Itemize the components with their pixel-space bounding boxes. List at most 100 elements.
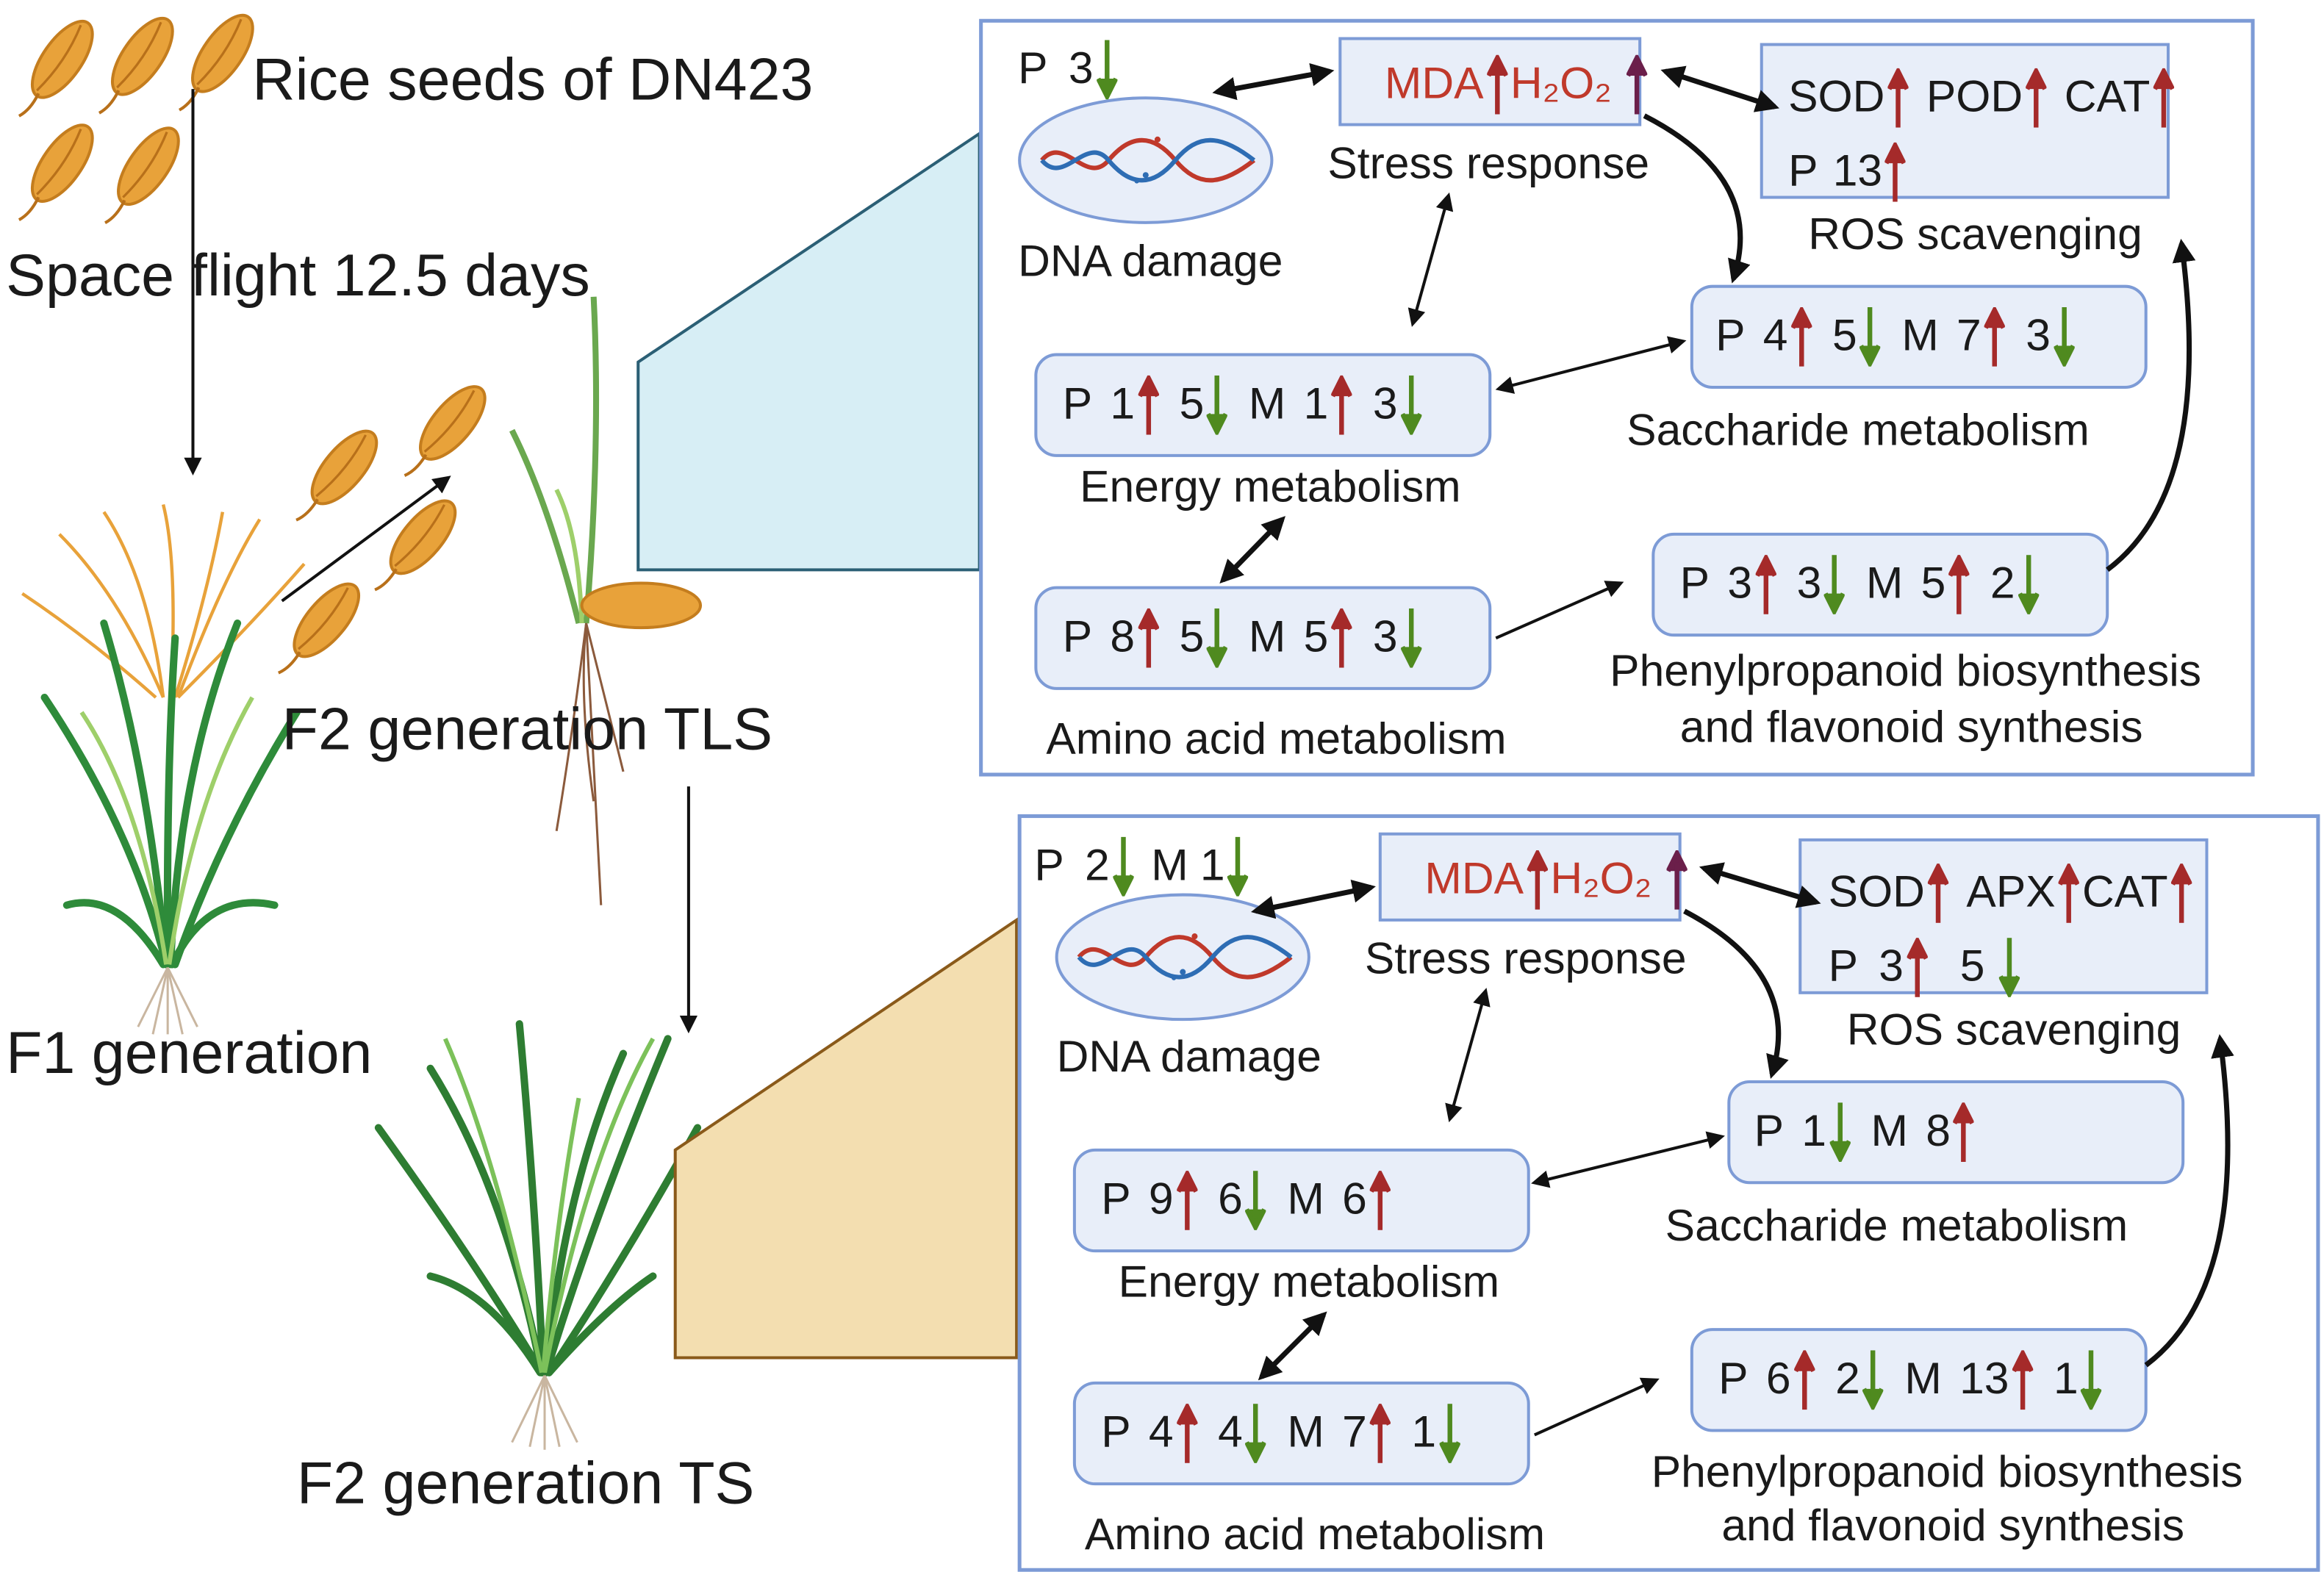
stress-response-box [1338, 37, 1642, 126]
value-token: M [1248, 379, 1286, 429]
up-arrow-icon [2026, 68, 2047, 128]
value-token: 4 [1148, 1408, 1174, 1457]
value-token: 2 [1990, 559, 2015, 608]
tls-connectors [1212, 62, 2196, 640]
value-token: 1 [1411, 1408, 1437, 1457]
rice-plant-icon [21, 503, 306, 1035]
value-token: P [1101, 1408, 1131, 1457]
up-arrow-icon [1755, 555, 1776, 614]
up-arrow-icon [1176, 1171, 1197, 1230]
value-token: 5 [1920, 559, 1946, 608]
down-arrow-icon [1400, 608, 1421, 668]
stress-response-box [1378, 832, 1682, 922]
dna-damage-caption: DNA damage [1018, 237, 1283, 287]
ros-caption: ROS scavenging [1808, 210, 2142, 260]
value-token: 3 [2026, 312, 2051, 361]
phenyl-caption-2: and flavonoid synthesis [1679, 703, 2143, 753]
value-token: 1 [1110, 379, 1136, 429]
value-token: 4 [1762, 312, 1788, 361]
up-arrow-icon [1887, 68, 1909, 128]
value-token: M [1248, 612, 1286, 662]
value-token: 7 [1957, 312, 1982, 361]
value-token: P [1679, 559, 1710, 608]
seeds-label: Rice seeds of DN423 [252, 47, 814, 113]
up-arrow-icon [1793, 1350, 1815, 1410]
down-arrow-icon [1112, 836, 1134, 897]
up-arrow-icon [1527, 850, 1548, 910]
value-token: 3 [1372, 379, 1398, 429]
down-arrow-icon [2054, 306, 2075, 367]
value-token: 3 [1372, 612, 1398, 662]
ts-connectors [1250, 862, 2234, 1437]
up-arrow-icon [1885, 142, 1907, 202]
value-token: 13 [1959, 1354, 2009, 1404]
value-token: 3 [1727, 559, 1753, 608]
rice-seed-icon [266, 376, 496, 687]
value-token: 4 [1218, 1408, 1243, 1457]
up-arrow-icon [1948, 555, 1970, 614]
phenyl-caption-2: and flavonoid synthesis [1721, 1501, 2185, 1551]
rice-plant-icon [509, 296, 703, 905]
value-token: P [1062, 612, 1093, 662]
up-arrow-icon [1486, 54, 1507, 115]
down-arrow-icon [1829, 1102, 1851, 1162]
value-token: M [1904, 1354, 1942, 1404]
down-arrow-icon [1999, 938, 2020, 997]
rice-plant-icon [374, 1020, 702, 1450]
value-token: P [1062, 379, 1093, 429]
down-arrow-icon [2018, 555, 2039, 614]
value-token: 5 [1303, 612, 1329, 662]
value-token: 2 [1835, 1354, 1860, 1404]
down-arrow-icon [1439, 1404, 1460, 1463]
value-token: P [1718, 1354, 1749, 1404]
amino-caption: Amino acid metabolism [1084, 1510, 1546, 1560]
energy-caption: Energy metabolism [1118, 1258, 1500, 1307]
down-arrow-icon [1096, 40, 1117, 100]
saccharide-caption: Saccharide metabolism [1665, 1202, 2128, 1252]
down-arrow-icon [1859, 306, 1882, 367]
value-token: 9 [1148, 1175, 1174, 1224]
up-arrow-icon [1907, 938, 1928, 997]
amino-caption: Amino acid metabolism [1046, 715, 1507, 764]
up-arrow-icon [1331, 375, 1352, 435]
value-token: M [1901, 312, 1939, 361]
value-token: P [1715, 312, 1746, 361]
energy-caption: Energy metabolism [1080, 462, 1461, 512]
up-arrow-icon [2012, 1350, 2033, 1410]
flight-label: Space flight 12.5 days [6, 243, 590, 309]
up-arrow-icon [1790, 306, 1812, 367]
saccharide-caption: Saccharide metabolism [1627, 406, 2090, 456]
rice-seed-icon [6, 6, 264, 236]
value-token: 3 [1796, 559, 1822, 608]
value-token: M [1287, 1408, 1324, 1457]
stress-caption: Stress response [1364, 935, 1687, 984]
tls-zoom-wedge [636, 130, 981, 572]
f1-label: F1 generation [6, 1021, 373, 1087]
harvest-arrow [281, 475, 451, 603]
dna-damage-caption: DNA damage [1056, 1033, 1321, 1082]
up-arrow-icon [1953, 1102, 1975, 1162]
dna-helix-icon [1077, 933, 1293, 980]
ts-panel [1017, 814, 2320, 1572]
value-token: 6 [1218, 1175, 1243, 1224]
value-token: M [1287, 1175, 1324, 1224]
dna-helix-icon [1040, 136, 1256, 184]
ros-scavenging-box [1760, 43, 2170, 199]
dna-damage-ellipse [1018, 96, 1274, 224]
up-arrow-icon [1369, 1404, 1391, 1463]
up-arrow-icon [2153, 68, 2174, 128]
up-arrow-icon [1176, 1404, 1197, 1463]
phenyl-caption-1: Phenylpropanoid biosynthesis [1610, 647, 2202, 696]
